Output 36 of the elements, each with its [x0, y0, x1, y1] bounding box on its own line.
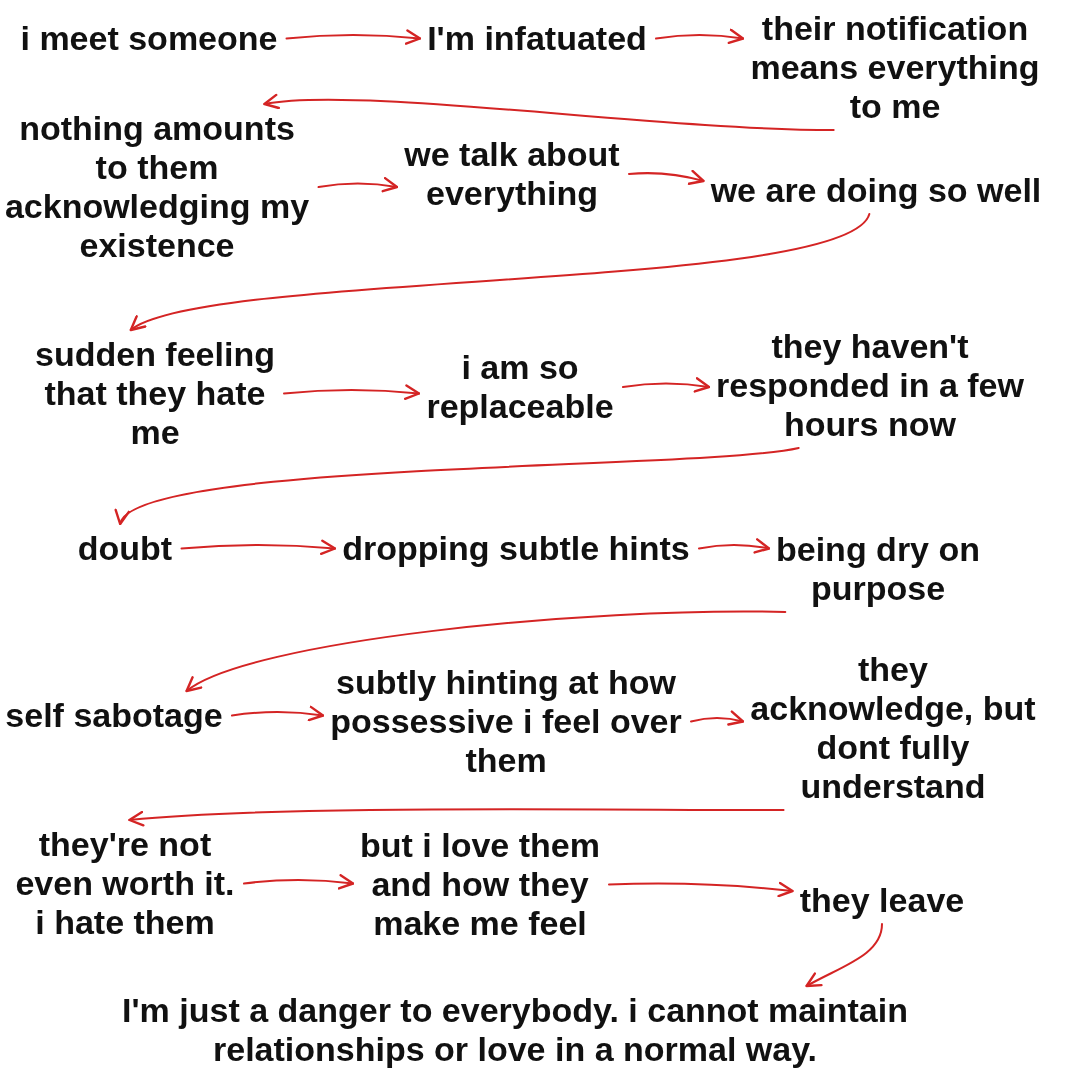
arrow [283, 384, 421, 401]
step-text: they acknowledge, but dont fully understand [749, 650, 1037, 806]
arrow [628, 169, 705, 186]
step-text: nothing amounts to them acknowledging my existence [3, 109, 311, 265]
arrow [805, 923, 883, 988]
step-text: their notification means everything to me [749, 9, 1041, 126]
arrow [317, 177, 399, 193]
arrow [180, 539, 337, 556]
step-text: self sabotage [4, 696, 224, 735]
arrow [129, 213, 871, 332]
arrow [655, 28, 745, 45]
step-text: i meet someone [19, 19, 279, 58]
step-text: I'm infatuated [426, 19, 648, 58]
arrow [285, 29, 422, 46]
step-text: doubt [76, 529, 174, 568]
step-text: we talk about everything [403, 135, 621, 213]
step-text: but i love them and how they make me feel [359, 826, 601, 943]
step-text: we are doing so well [709, 171, 1043, 210]
step-text: being dry on purpose [775, 530, 981, 608]
step-text: dropping subtle hints [341, 529, 691, 568]
arrow [185, 610, 787, 693]
arrow [622, 377, 711, 393]
arrow [608, 881, 794, 898]
arrow [698, 538, 771, 554]
step-text: sudden feeling that they hate me [34, 335, 276, 452]
step-text: I'm just a danger to everybody. i cannot maintain relationships or love in a normal way. [121, 991, 909, 1069]
step-text: subtly hinting at how possessive i feel over them [329, 663, 683, 780]
arrow [231, 705, 325, 722]
arrow [263, 94, 835, 131]
arrow [243, 874, 355, 890]
step-text: they're not even worth it. i hate them [14, 825, 236, 942]
arrow [690, 710, 745, 726]
step-text: they leave [798, 881, 966, 920]
arrow [128, 808, 785, 827]
step-text: i am so replaceable [425, 348, 615, 426]
step-text: they haven't responded in a few hours now [715, 327, 1025, 444]
